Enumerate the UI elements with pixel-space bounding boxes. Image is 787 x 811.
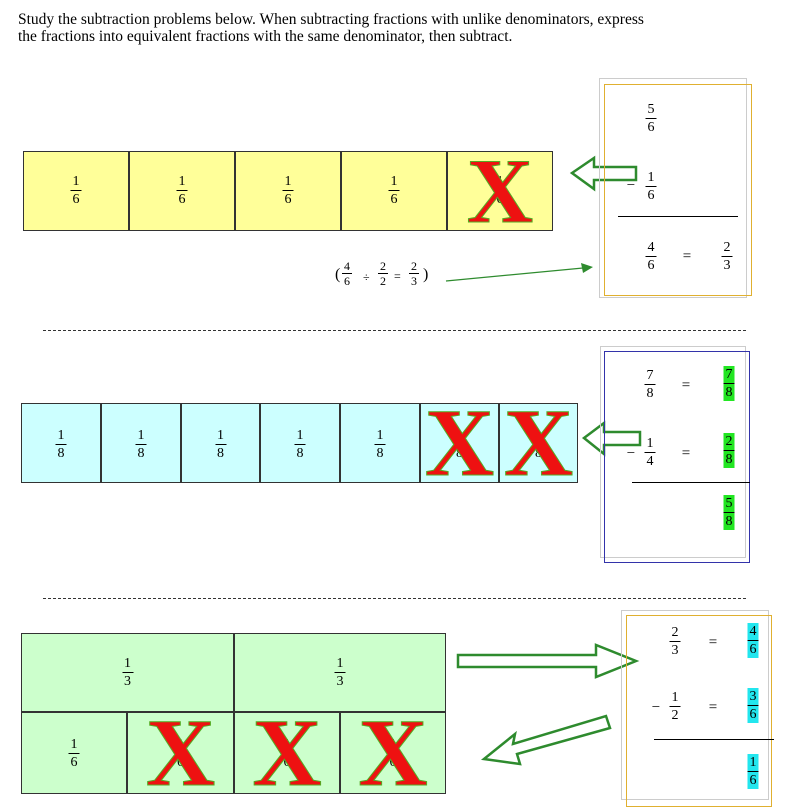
down-left-arrow-icon bbox=[480, 714, 612, 766]
cross-mark: X bbox=[358, 699, 428, 806]
calculation-frame-inner bbox=[626, 615, 772, 807]
cross-mark: X bbox=[145, 699, 216, 806]
cross-mark: X bbox=[252, 699, 322, 806]
equals-sign: = bbox=[708, 634, 718, 651]
minus-sign: − bbox=[626, 445, 636, 462]
calculation-frame-inner bbox=[604, 351, 750, 563]
section-divider bbox=[43, 598, 746, 599]
right-arrow-icon bbox=[456, 643, 640, 679]
cross-mark: X bbox=[466, 140, 534, 242]
minus-sign: − bbox=[651, 699, 661, 716]
calculation-frame bbox=[599, 78, 747, 298]
pointer-arrow-icon bbox=[445, 263, 593, 282]
instructions-text: Study the subtraction problems below. Wh… bbox=[18, 11, 644, 45]
minus-sign: − bbox=[626, 177, 636, 194]
calculation-frame-inner bbox=[604, 84, 752, 296]
cross-mark: X bbox=[503, 389, 574, 496]
sum-line bbox=[618, 216, 738, 217]
cross-mark: X bbox=[424, 389, 495, 496]
sum-line bbox=[632, 482, 750, 483]
equals-sign: = bbox=[708, 699, 718, 716]
equals-sign: = bbox=[681, 377, 691, 394]
equals-sign: = bbox=[681, 445, 691, 462]
calculation-frame bbox=[600, 346, 746, 558]
sum-line bbox=[654, 739, 774, 740]
calculation-frame bbox=[621, 610, 769, 800]
section-divider bbox=[43, 330, 746, 331]
equals-sign: = bbox=[682, 248, 692, 265]
